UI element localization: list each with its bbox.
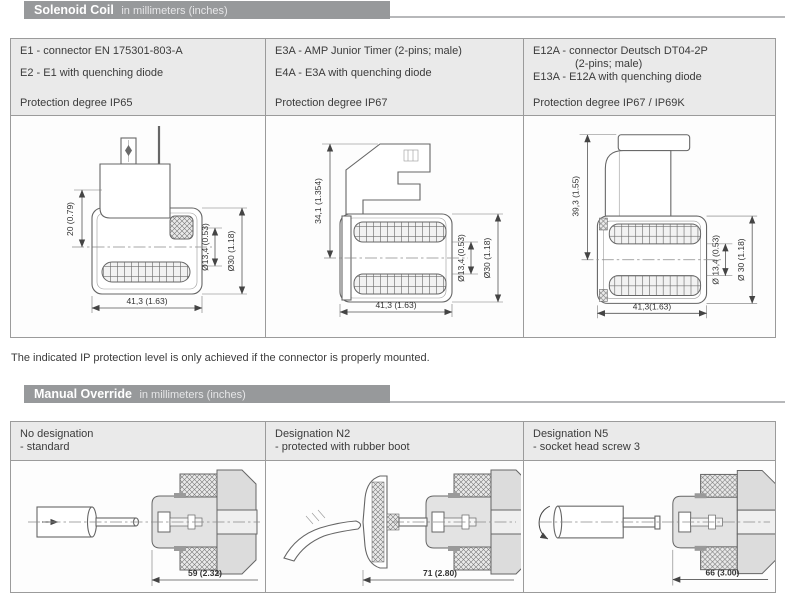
solenoid-section-subtitle: in millimeters (inches) <box>121 5 228 17</box>
override-section-subtitle: in millimeters (inches) <box>139 389 246 401</box>
override-designation: Designation N2 <box>275 428 351 440</box>
override-description: - socket head screw 3 <box>533 441 640 453</box>
coil-variant-line: E12A - connector Deutsch DT04-2P <box>533 45 708 57</box>
dim-label-width: 41,3 (1.63) <box>126 296 167 306</box>
override-drawing-cell-n5: 66 (3.00) <box>524 461 775 592</box>
dim-label-height: 34,1 (1.354) <box>313 177 323 223</box>
override-section-title: Manual Override <box>34 387 132 401</box>
rotate-arrow-icon <box>538 505 551 539</box>
solenoid-table: E1 - connector EN 175301-803-A E2 - E1 w… <box>10 38 776 338</box>
dim-label-height: 39,3 (1.55) <box>571 175 581 216</box>
dim-label-outer-dia: Ø 30 (1.18) <box>736 238 746 281</box>
coil-winding-band <box>353 221 447 242</box>
solenoid-section-rule <box>390 16 785 18</box>
dim-label-outer-dia: Ø30 (1.18) <box>482 237 492 278</box>
solenoid-drawing-cell-e3a: 34,1 (1.354) 41,3 (1.63) Ø13,4 (0.53) Ø3… <box>266 116 524 337</box>
solenoid-section-header: Solenoid Coil in millimeters (inches) <box>24 1 390 19</box>
solenoid-drawing-e12a: 39,3 (1.55) 41,3(1.63) Ø 13,4 (0.53) Ø 3… <box>571 133 758 318</box>
protection-degree: Protection degree IP65 <box>20 97 133 109</box>
coil-variant-line: E1 - connector EN 175301-803-A <box>20 45 183 57</box>
override-table: No designation - standard Designation N2… <box>10 421 776 593</box>
solenoid-section-title: Solenoid Coil <box>34 3 114 17</box>
override-header-cell-standard: No designation - standard <box>11 422 266 461</box>
dim-label-length: 59 (2.32) <box>187 568 221 578</box>
override-header-cell-n2: Designation N2 - protected with rubber b… <box>266 422 524 461</box>
deutsch-connector-cap <box>617 133 691 151</box>
coil-variant-line: E13A - E12A with quenching diode <box>533 71 702 83</box>
override-drawing-cell-n2: 71 (2.80) <box>266 461 524 592</box>
dim-label-height: 20 (0.79) <box>65 201 75 235</box>
protection-degree: Protection degree IP67 / IP69K <box>533 97 685 109</box>
solenoid-drawing-cell-e1: 20 (0.79) 41,3 (1.63) Ø13,4 (0.53) Ø30 (… <box>11 116 266 337</box>
coil-variant-line: E3A - AMP Junior Timer (2-pins; male) <box>275 45 462 57</box>
finger-icon <box>283 519 362 562</box>
override-drawing-n5: 66 (3.00) <box>538 469 775 586</box>
coil-variant-line: (2-pins; male) <box>575 58 643 70</box>
ip-protection-note: The indicated IP protection level is onl… <box>11 352 430 364</box>
override-designation: Designation N5 <box>533 428 609 440</box>
coil-terminal-hatch <box>169 215 193 239</box>
protection-degree: Protection degree IP67 <box>275 97 388 109</box>
dim-label-inner-dia: Ø 13,4 (0.53) <box>710 234 720 284</box>
override-designation: No designation <box>20 428 94 440</box>
dim-label-length: 71 (2.80) <box>423 568 457 578</box>
deutsch-connector-body <box>604 149 672 217</box>
amp-connector-body <box>345 142 431 215</box>
override-section-header: Manual Override in millimeters (inches) <box>24 385 390 403</box>
coil-winding-band <box>353 273 447 294</box>
override-description: - protected with rubber boot <box>275 441 410 453</box>
solenoid-drawing-e1: 20 (0.79) 41,3 (1.63) Ø13,4 (0.53) Ø30 (… <box>65 125 247 313</box>
override-drawing-n2: 71 (2.80) <box>283 469 521 586</box>
dim-label-width: 41,3 (1.63) <box>375 300 416 310</box>
dim-label-width: 41,3(1.63) <box>633 301 672 311</box>
override-description: - standard <box>20 441 70 453</box>
dim-label-length: 66 (3.00) <box>706 567 740 577</box>
dim-label-inner-dia: Ø13,4 (0.53) <box>456 233 466 281</box>
solenoid-header-cell-e12a: E12A - connector Deutsch DT04-2P (2-pins… <box>524 39 775 116</box>
din-connector-body <box>98 162 171 219</box>
coil-winding-band <box>608 223 702 244</box>
override-section-rule <box>390 401 785 403</box>
override-drawing-cell-standard: 59 (2.32) <box>11 461 266 592</box>
solenoid-header-cell-e3a: E3A - AMP Junior Timer (2-pins; male) E4… <box>266 39 524 116</box>
solenoid-drawing-cell-e12a: 39,3 (1.55) 41,3(1.63) Ø 13,4 (0.53) Ø 3… <box>524 116 775 337</box>
override-header-cell-n5: Designation N5 - socket head screw 3 <box>524 422 775 461</box>
coil-variant-line: E4A - E3A with quenching diode <box>275 67 432 79</box>
dim-label-inner-dia: Ø13,4 (0.53) <box>200 222 210 270</box>
coil-winding-band <box>101 261 190 282</box>
override-drawing-standard: 59 (2.32) <box>27 469 260 586</box>
coil-winding-band <box>608 274 702 296</box>
solenoid-drawing-e3a: 34,1 (1.354) 41,3 (1.63) Ø13,4 (0.53) Ø3… <box>313 142 503 317</box>
dim-label-outer-dia: Ø30 (1.18) <box>226 230 236 271</box>
solenoid-header-cell-e1: E1 - connector EN 175301-803-A E2 - E1 w… <box>11 39 266 116</box>
coil-variant-line: E2 - E1 with quenching diode <box>20 67 164 79</box>
din-connector-symbol <box>124 144 132 156</box>
